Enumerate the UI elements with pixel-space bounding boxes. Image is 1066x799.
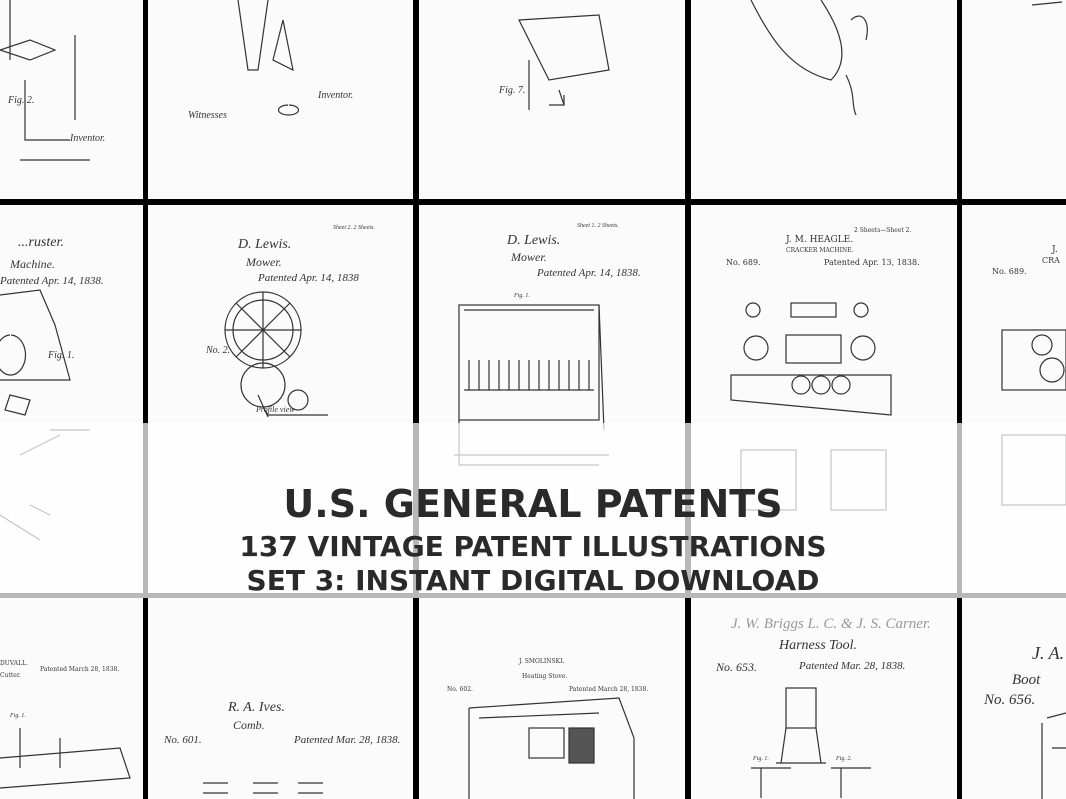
fig-label: Fig. 1. bbox=[514, 293, 530, 299]
no-label: No. 601. bbox=[164, 734, 202, 746]
patent-cell: R. A. Ives. Comb. No. 601. Patented Mar.… bbox=[148, 598, 413, 799]
patent-cell: Fig. 2. Inventor. bbox=[0, 0, 143, 199]
inventor-label: Inventor. bbox=[70, 133, 106, 144]
patent-title: Harness Tool. bbox=[779, 638, 858, 653]
patent-cell: Inventor. Witnesses bbox=[148, 0, 413, 199]
patent-name: J. M. HEAGLE. bbox=[786, 235, 854, 245]
patent-title: Heating Stove. bbox=[522, 673, 568, 680]
no-label: No. 602. bbox=[447, 686, 473, 693]
no-label: No. 656. bbox=[984, 692, 1036, 708]
patent-name: D. Lewis. bbox=[507, 233, 561, 248]
no-label: No. 689. bbox=[726, 258, 761, 267]
sheet-label: Sheet 2. 2 Sheets. bbox=[333, 225, 375, 231]
patent-title: Machine. bbox=[10, 257, 55, 271]
patent-cell bbox=[962, 0, 1066, 199]
patent-date: Patented Apr. 14, 1838. bbox=[0, 275, 104, 287]
patent-cell: J. A. Boot No. 656. bbox=[962, 598, 1066, 799]
fig-label: Fig. 1. bbox=[753, 756, 769, 762]
sheet-label: 2 Sheets—Sheet 2. bbox=[854, 227, 912, 234]
fig-label: Fig. 2. bbox=[8, 95, 35, 106]
witnesses-label: Witnesses bbox=[188, 110, 227, 121]
patent-date: Patented Apr. 14, 1838 bbox=[258, 272, 359, 284]
patent-title: CRA bbox=[1042, 256, 1060, 265]
patent-date: Patented March 28, 1838. bbox=[40, 666, 120, 673]
patent-title: Cutter. bbox=[0, 672, 21, 679]
patent-cell: J. W. Briggs L. C. & J. S. Carner. Harne… bbox=[691, 598, 957, 799]
headline-subtitle: 137 VINTAGE PATENT ILLUSTRATIONS bbox=[239, 530, 827, 563]
patent-title: Comb. bbox=[233, 718, 265, 732]
patent-name: J. A. bbox=[1032, 643, 1065, 663]
patent-name: J. W. Briggs L. C. & J. S. Carner. bbox=[731, 616, 931, 632]
patent-cell bbox=[691, 0, 957, 199]
patent-date: Patented Apr. 14, 1838. bbox=[537, 267, 641, 279]
fig-label: Fig. 7. bbox=[499, 85, 526, 96]
patent-name: J. bbox=[1052, 245, 1058, 255]
no-label: No. 2. bbox=[206, 345, 231, 356]
patent-name: D. Lewis. bbox=[238, 237, 292, 252]
no-label: No. 653. bbox=[716, 660, 758, 674]
patent-date: Patented Mar. 28, 1838. bbox=[294, 734, 401, 746]
patent-name: DUVALL. bbox=[0, 660, 29, 667]
fig-label: Fig. 2. bbox=[836, 756, 852, 762]
patent-date: Patented March 28, 1838. bbox=[569, 686, 649, 693]
patent-cell: J. SMOLINSKI. Heating Stove. No. 602. Pa… bbox=[419, 598, 685, 799]
patent-date: Patented Mar. 28, 1838. bbox=[799, 660, 906, 672]
fig-label: Fig. 1. bbox=[48, 350, 75, 361]
no-label: No. 689. bbox=[992, 267, 1027, 276]
patent-date: Patented Apr. 13, 1838. bbox=[824, 258, 920, 267]
patent-title: CRACKER MACHINE. bbox=[786, 247, 854, 254]
sheet-label: Sheet 1. 2 Sheets. bbox=[577, 223, 619, 229]
fig-label: Fig. 1. bbox=[10, 713, 26, 719]
caption: Profile view bbox=[256, 405, 295, 414]
patent-title: Boot bbox=[1012, 672, 1041, 688]
headline-overlay bbox=[0, 423, 1066, 598]
headline-title: U.S. GENERAL PATENTS bbox=[283, 482, 783, 526]
patent-name: R. A. Ives. bbox=[228, 700, 285, 715]
patent-name: ...ruster. bbox=[18, 235, 64, 250]
patent-cell: DUVALL. Cutter. Patented March 28, 1838.… bbox=[0, 598, 143, 799]
inventor-label: Inventor. bbox=[318, 90, 354, 101]
patent-title: Mower. bbox=[246, 255, 282, 269]
patent-name: J. SMOLINSKI. bbox=[519, 658, 565, 665]
patent-title: Mower. bbox=[511, 250, 547, 264]
patent-cell: Fig. 7. bbox=[419, 0, 685, 199]
headline-tagline: SET 3: INSTANT DIGITAL DOWNLOAD bbox=[246, 564, 820, 597]
